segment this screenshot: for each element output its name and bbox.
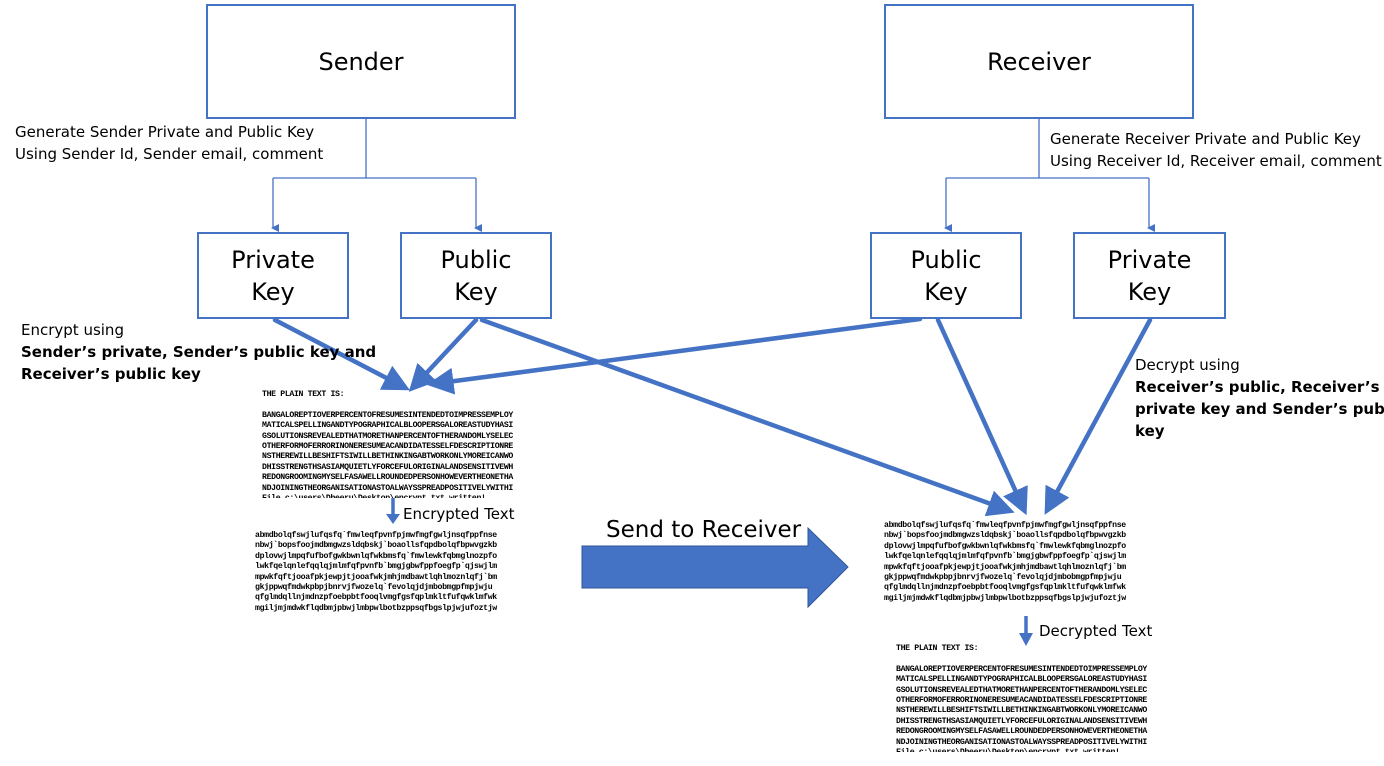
sender-generate-line2: Using Sender Id, Sender email, comment [15, 145, 324, 163]
sender-split-connector [271, 119, 482, 232]
plain-text-block-receiver: THE PLAIN TEXT IS: BANGALOREPTIOVERPERCE… [896, 644, 1147, 752]
encrypt-line2: Sender’s private, Sender’s public key an… [21, 343, 377, 361]
sender-private-key-line1: Private [231, 245, 315, 274]
decrypt-line3: private key and Sender’s public [1135, 400, 1384, 418]
sender-private-to-encrypt-arrow [272, 317, 410, 391]
receiver-public-key-line2: Key [924, 277, 968, 306]
send-to-receiver-label: Send to Receiver [606, 517, 802, 543]
sender-public-key-line2: Key [454, 277, 498, 306]
receiver-private-key-line2: Key [1127, 277, 1172, 306]
receiver-public-to-decrypt-arrow [935, 317, 1028, 516]
decrypt-line1: Decrypt using [1135, 356, 1240, 374]
decrypted-text-label: Decrypted Text [1039, 622, 1153, 640]
receiver-generate-label: Generate Receiver Private and Public Key… [1050, 128, 1382, 172]
sender-public-key-line1: Public [440, 245, 512, 274]
cipher-text-block-sender: abmdbolqfswjlufqsfq`fmwleqfpvnfpjmwfmgfg… [255, 531, 497, 613]
encrypt-line1: Encrypt using [21, 321, 124, 339]
receiver-public-to-encrypt-arrow [426, 316, 923, 395]
encrypted-text-label: Encrypted Text [403, 505, 515, 523]
sender-generate-label: Generate Sender Private and Public Key U… [15, 121, 323, 165]
send-to-receiver-block-arrow [581, 526, 849, 609]
receiver-split-connector [944, 119, 1155, 232]
sender-private-key-box: Private Key [197, 232, 349, 319]
receiver-public-key-box: Public Key [870, 232, 1022, 319]
encrypt-using-label: Encrypt using Sender’s private, Sender’s… [21, 319, 376, 385]
sender-box: Sender [206, 4, 516, 119]
sender-private-key-line2: Key [251, 277, 295, 306]
decrypt-using-label: Decrypt using Receiver’s public, Receive… [1135, 354, 1384, 442]
receiver-title: Receiver [987, 47, 1091, 76]
sender-public-to-decrypt-arrow [479, 317, 1015, 517]
sender-public-to-encrypt-arrow [408, 317, 479, 392]
receiver-private-to-decrypt-arrow [1044, 317, 1153, 515]
receiver-private-key-box: Private Key [1073, 232, 1226, 319]
sender-public-key-box: Public Key [400, 232, 552, 319]
receiver-public-key-line1: Public [910, 245, 982, 274]
receiver-box: Receiver [884, 4, 1194, 119]
cipher-text-block-receiver: abmdbolqfswjlufqsfq`fmwleqfpvnfpjmwfmgfg… [884, 521, 1126, 603]
decrypt-line2: Receiver’s public, Receiver’s [1135, 378, 1380, 396]
sender-generate-line1: Generate Sender Private and Public Key [15, 123, 315, 141]
plain-text-block-sender: THE PLAIN TEXT IS: BANGALOREPTIOVERPERCE… [262, 390, 513, 498]
receiver-generate-line2: Using Receiver Id, Receiver email, comme… [1050, 152, 1382, 170]
receiver-private-key-line1: Private [1107, 245, 1192, 274]
decrypt-line4: key [1135, 422, 1165, 440]
sender-title: Sender [318, 47, 404, 76]
encrypt-line3: Receiver’s public key [21, 365, 201, 383]
receiver-generate-line1: Generate Receiver Private and Public Key [1050, 130, 1361, 148]
